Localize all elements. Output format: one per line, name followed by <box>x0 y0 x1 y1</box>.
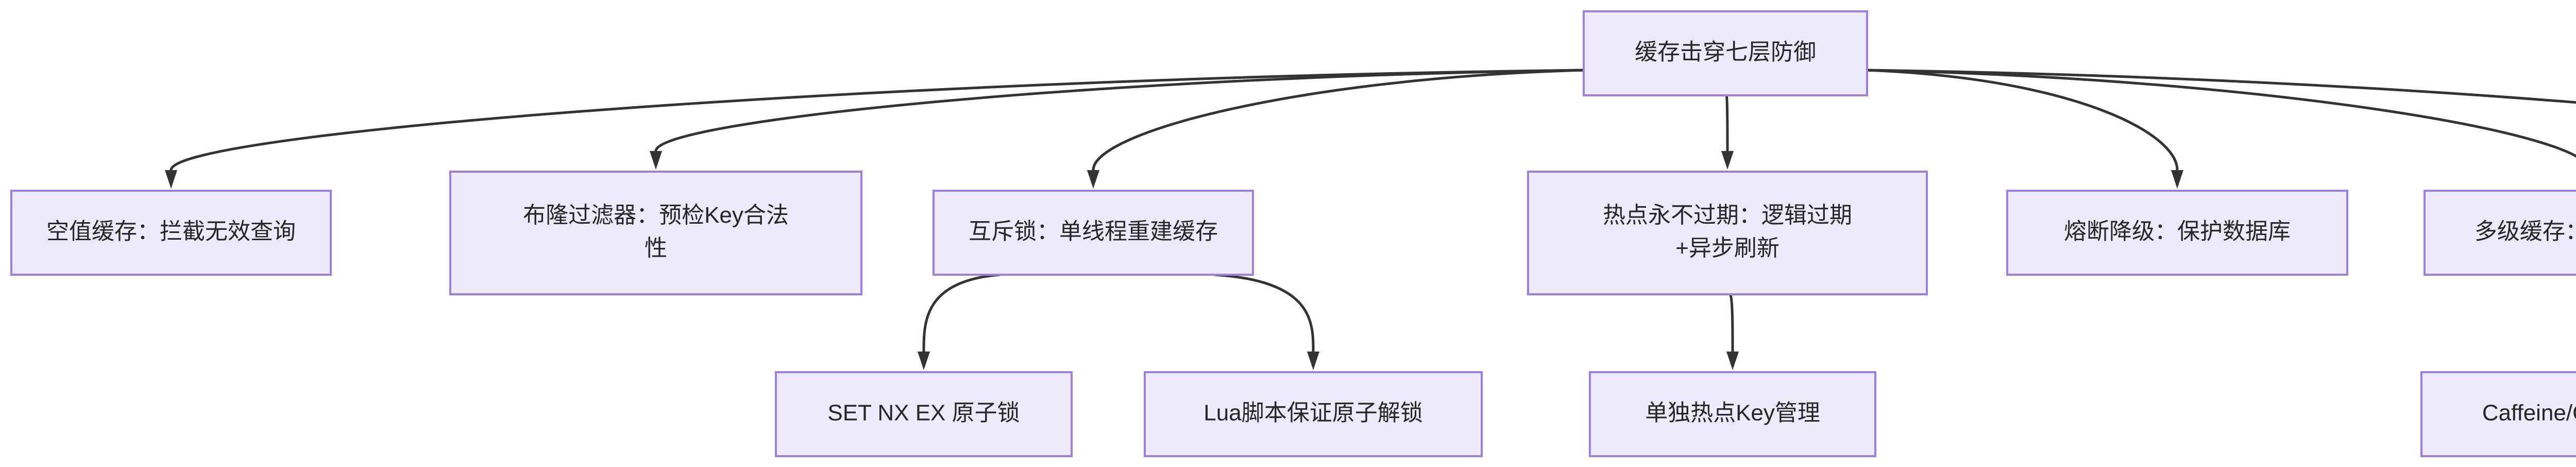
flow-edge <box>1087 69 1584 189</box>
node-label-line: 单独热点Key管理 <box>1645 400 1820 425</box>
flow-node-n6a[interactable]: Caffeine/Guava Cache <box>2420 371 2576 457</box>
flow-edge <box>1867 69 2183 189</box>
flow-node-n4[interactable]: 热点永不过期：逻辑过期 +异步刷新 <box>1527 171 1928 295</box>
node-label: 熔断降级：保护数据库 <box>2064 219 2291 244</box>
flow-edge <box>1726 293 1739 370</box>
node-label: 空值缓存：拦截无效查询 <box>46 219 296 244</box>
node-box[interactable] <box>449 171 862 295</box>
flow-edge <box>650 69 1584 170</box>
node-label: 布隆过滤器：预检Key合法性 <box>523 203 789 261</box>
node-label: 单独热点Key管理 <box>1645 400 1820 425</box>
edge-arrowhead <box>650 151 662 170</box>
flow-edge <box>1867 69 2576 158</box>
node-label: 热点永不过期：逻辑过期 +异步刷新 <box>1603 203 1852 261</box>
node-label-line: 布隆过滤器：预检Key合法 <box>523 203 789 228</box>
node-box[interactable] <box>1589 371 1876 457</box>
node-label-line: 多级缓存：本地+Redis <box>2475 219 2576 244</box>
edge-arrowhead <box>2171 170 2183 189</box>
node-label-line: 性 <box>645 236 667 261</box>
flow-node-n4a[interactable]: 单独热点Key管理 <box>1589 371 1876 457</box>
node-label-line: 互斥锁：单线程重建缓存 <box>969 219 1218 244</box>
edge-arrowhead <box>1087 170 1099 189</box>
flow-node-root[interactable]: 缓存击穿七层防御 <box>1583 10 1868 96</box>
flow-edge <box>1867 69 2576 104</box>
node-label-line: 空值缓存：拦截无效查询 <box>46 219 296 244</box>
edge-arrowhead <box>918 352 930 370</box>
node-box[interactable] <box>775 371 1073 457</box>
node-label-line: 熔断降级：保护数据库 <box>2064 219 2291 244</box>
node-label-line: SET NX EX 原子锁 <box>827 400 1020 425</box>
node-label: SET NX EX 原子锁 <box>827 400 1020 425</box>
node-box[interactable] <box>1527 171 1928 295</box>
node-label-line: 缓存击穿七层防御 <box>1635 39 1816 64</box>
flow-node-n2[interactable]: 布隆过滤器：预检Key合法性 <box>449 171 862 295</box>
flow-edge <box>165 69 1584 189</box>
flow-node-n3a[interactable]: SET NX EX 原子锁 <box>775 371 1073 457</box>
flow-edge <box>918 273 1001 370</box>
node-box[interactable] <box>933 190 1254 276</box>
flow-edge <box>1721 95 1734 170</box>
edge-arrowhead <box>1726 352 1739 370</box>
edge-arrowhead <box>1307 352 1319 370</box>
node-label: 互斥锁：单线程重建缓存 <box>969 219 1218 244</box>
flow-node-n1[interactable]: 空值缓存：拦截无效查询 <box>10 190 332 276</box>
edge-arrowhead <box>1721 151 1734 170</box>
node-box[interactable] <box>10 190 332 276</box>
flow-edge <box>1214 273 1319 370</box>
node-label: 多级缓存：本地+Redis <box>2475 219 2576 244</box>
flow-node-n6[interactable]: 多级缓存：本地+Redis <box>2424 190 2576 276</box>
node-label: Lua脚本保证原子解锁 <box>1204 400 1422 425</box>
node-label: Caffeine/Guava Cache <box>2482 400 2576 425</box>
node-label-line: Caffeine/Guava Cache <box>2482 400 2576 425</box>
edge-arrowhead <box>165 170 177 189</box>
node-label: 缓存击穿七层防御 <box>1635 39 1816 64</box>
flow-node-n5[interactable]: 熔断降级：保护数据库 <box>2006 190 2348 276</box>
flow-node-n3b[interactable]: Lua脚本保证原子解锁 <box>1144 371 1483 457</box>
edge-layer <box>165 69 2576 370</box>
flow-node-n3[interactable]: 互斥锁：单线程重建缓存 <box>933 190 1254 276</box>
node-label-line: Lua脚本保证原子解锁 <box>1204 400 1422 425</box>
node-box[interactable] <box>1583 10 1868 96</box>
node-box[interactable] <box>1144 371 1483 457</box>
node-box[interactable] <box>2006 190 2348 276</box>
node-box[interactable] <box>2424 190 2576 276</box>
node-label-line: +异步刷新 <box>1675 236 1780 261</box>
node-box[interactable] <box>2420 371 2576 457</box>
node-label-line: 热点永不过期：逻辑过期 <box>1603 203 1852 228</box>
